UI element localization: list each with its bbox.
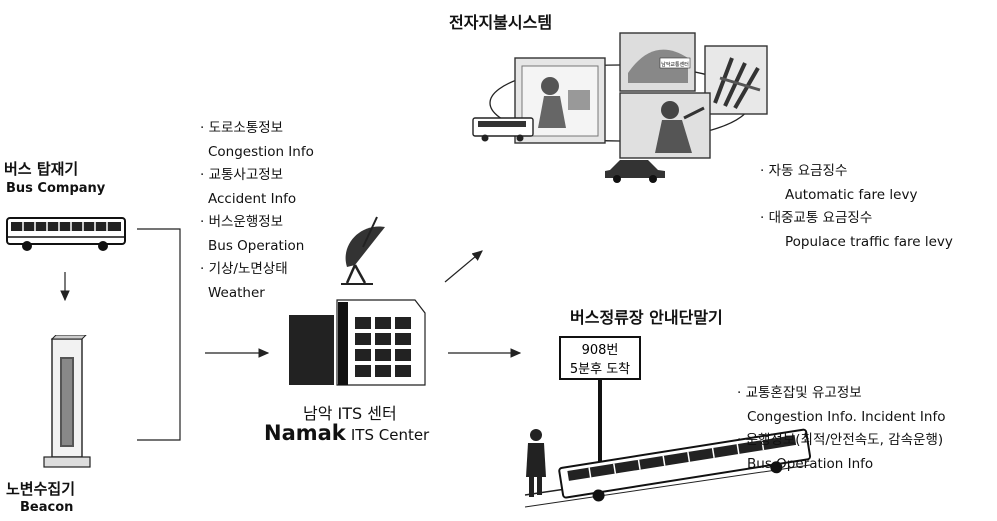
info-item: Congestion Info: [208, 143, 314, 160]
photo-panel-top: 남악교통센터: [619, 32, 696, 92]
epay-item: · 대중교통 요금징수: [760, 210, 873, 226]
epay-title: 전자지불시스템: [449, 13, 553, 32]
terminal-title: 버스정류장 안내단말기: [570, 308, 723, 327]
bus-unit-title-ko: 버스 탑재기: [4, 160, 79, 178]
small-bus-icon: [472, 117, 534, 142]
terminal-item: · 교통혼잡및 유고정보: [737, 385, 862, 401]
bus-at-stop-icon: [558, 428, 812, 502]
car-icon: [605, 160, 665, 183]
center-title-ko: 남악 ITS 센터: [303, 404, 397, 423]
info-item: · 버스운행정보: [200, 214, 284, 230]
info-item: · 교통사고정보: [200, 167, 284, 183]
photo-panel-left: [514, 57, 606, 144]
collected-info-list: · 도로소통정보 Congestion Info · 교통사고정보 Accide…: [200, 117, 314, 305]
bus-unit-title-en: Bus Company: [6, 181, 106, 196]
epay-illustration: 남악교통센터: [472, 32, 768, 183]
satellite-dish-icon: [341, 216, 385, 285]
sign-line-2: 5분후 도착: [570, 362, 630, 377]
photo-panel-right: [704, 45, 768, 115]
center-title-en-bold: Namak: [264, 421, 346, 445]
epay-items: · 자동 요금징수 Automatic fare levy · 대중교통 요금징…: [760, 160, 953, 254]
bus-icon: [6, 217, 126, 251]
sign-line-1: 908번: [582, 343, 619, 358]
terminal-item: Congestion Info. Incident Info: [747, 408, 946, 425]
info-item: Bus Operation: [208, 237, 305, 254]
terminal-item: Bus Operation Info: [747, 455, 874, 472]
arrow-to-epay: [444, 250, 483, 283]
info-item: Accident Info: [208, 190, 297, 207]
epay-item: Automatic fare levy: [785, 186, 918, 203]
its-center-building: [289, 216, 426, 386]
card-text: 남악교통센터: [661, 61, 689, 68]
epay-item: · 자동 요금징수: [760, 163, 848, 179]
terminal-items: · 교통혼잡및 유고정보 Congestion Info. Incident I…: [737, 382, 945, 476]
epay-item: Populace traffic fare levy: [785, 233, 953, 250]
center-title-en: Namak ITS Center: [264, 421, 429, 445]
bracket-line: [137, 228, 181, 441]
beacon-title-en: Beacon: [20, 500, 74, 515]
center-title-en-rest: ITS Center: [350, 426, 430, 444]
terminal-item: · 운행정보(최적/안전속도, 감속운행): [737, 432, 944, 448]
bus-stop-terminal-illustration: 908번 5분후 도착: [524, 336, 812, 508]
beacon-title-ko: 노변수집기: [6, 480, 76, 498]
info-item: · 도로소통정보: [200, 120, 284, 136]
info-item: · 기상/노면상태: [200, 261, 288, 277]
photo-panel-bottom: [619, 92, 711, 159]
info-item: Weather: [208, 284, 265, 301]
person-icon: [526, 429, 546, 497]
beacon-icon: [43, 335, 91, 468]
